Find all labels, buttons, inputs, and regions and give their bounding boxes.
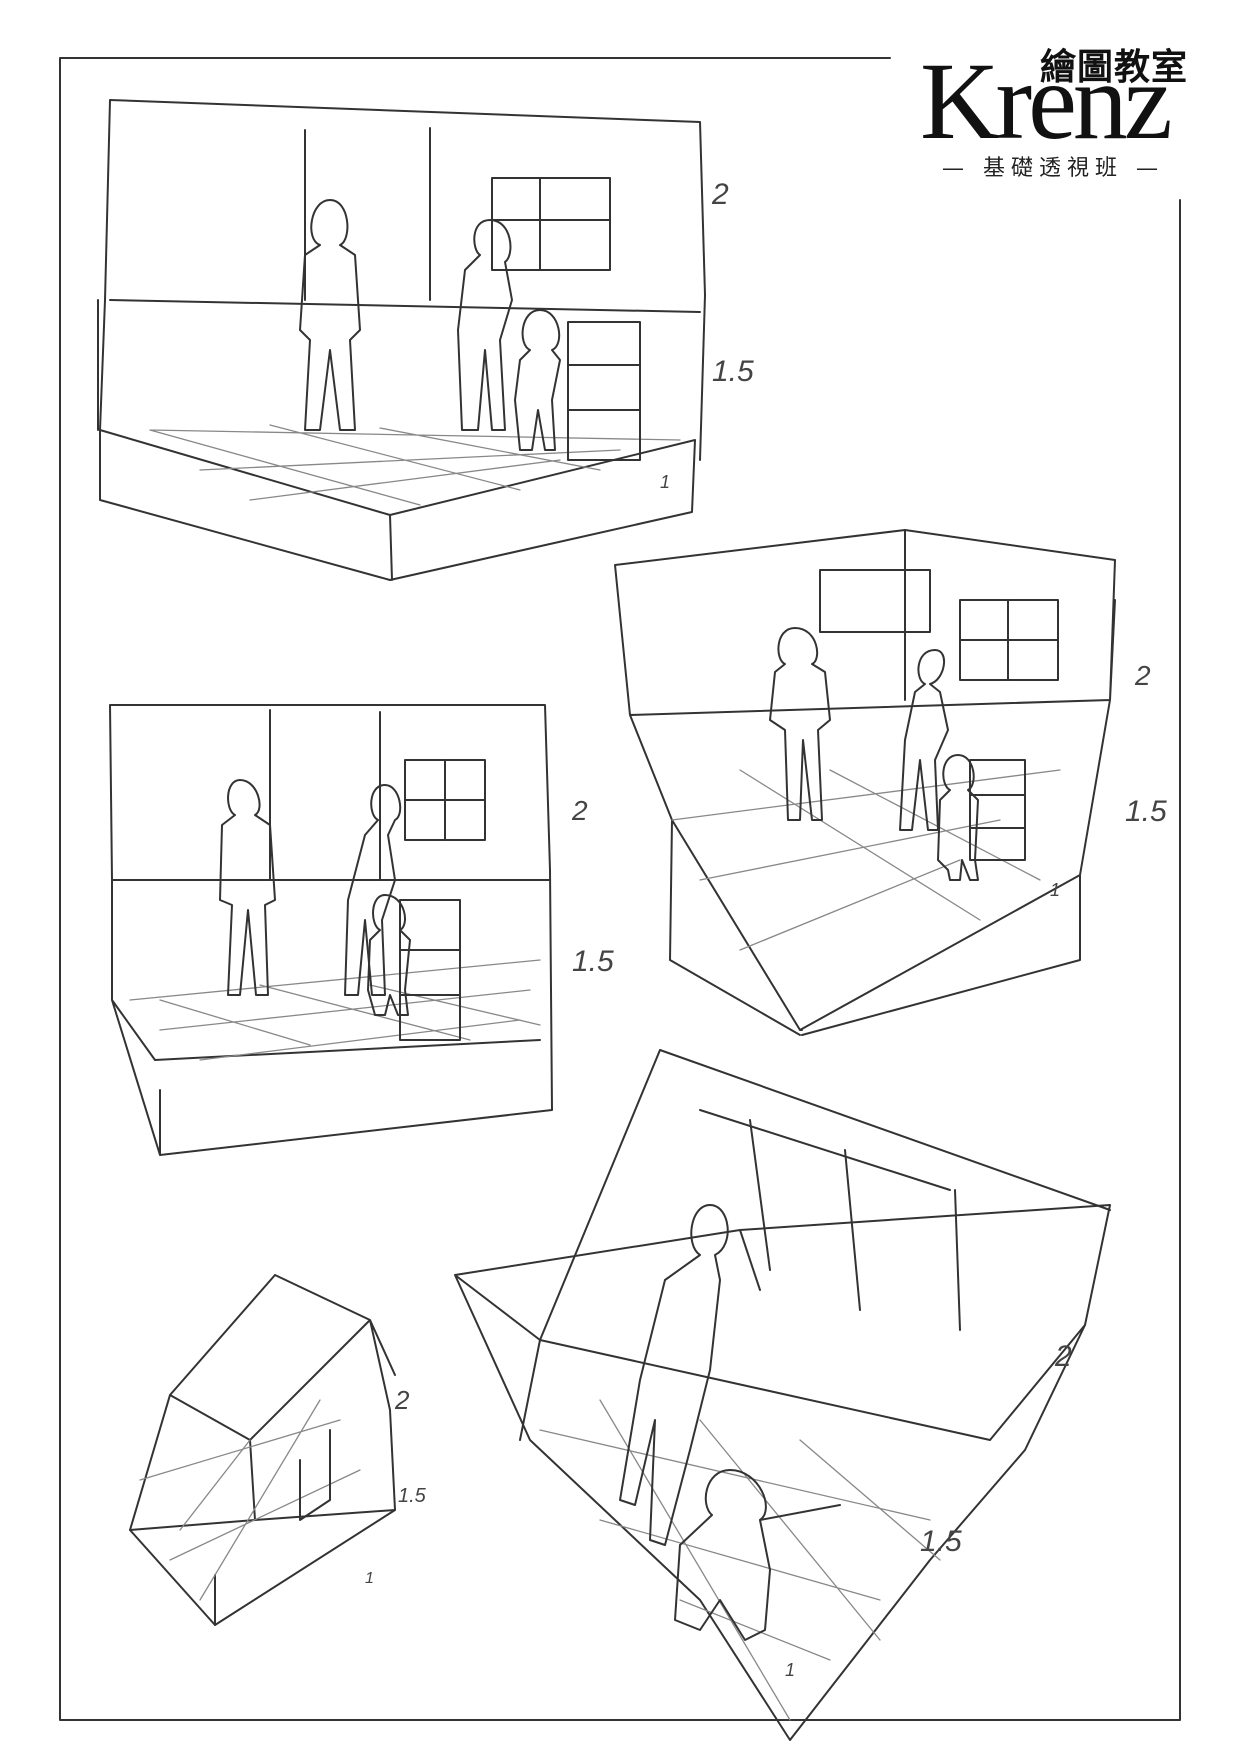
sketch1-label-1-5: 1.5 bbox=[712, 355, 754, 388]
sketch-kitchen-2 bbox=[614, 529, 1116, 1036]
sketch2-label-2: 2 bbox=[1135, 660, 1151, 691]
sketch5-label-1-5: 1.5 bbox=[920, 1525, 962, 1558]
sketch2-label-1: 1 bbox=[1050, 880, 1061, 900]
sketch5-label-2: 2 bbox=[1055, 1340, 1072, 1373]
logo-subtitle: — 基礎透視班 — bbox=[942, 156, 1164, 181]
sketch-kitchen-3 bbox=[109, 704, 553, 1156]
sketch-kitchen-1 bbox=[97, 99, 706, 581]
logo-cjk-title: 繪圖教室 bbox=[1040, 46, 1189, 88]
krenz-logo: 繪圖教室 Krenz — 基礎透視班 — bbox=[920, 38, 1210, 188]
sketch1-label-2: 2 bbox=[712, 178, 729, 211]
sketch-room-5 bbox=[454, 1049, 1111, 1741]
page-frame bbox=[59, 57, 1181, 1721]
sketch3-label-1-5: 1.5 bbox=[572, 945, 614, 978]
sketch3-label-2: 2 bbox=[572, 795, 588, 826]
logo-wordmark: Krenz bbox=[920, 40, 1173, 162]
sketch2-label-1-5: 1.5 bbox=[1125, 795, 1167, 828]
sketch1-label-1: 1 bbox=[660, 472, 671, 492]
sketch4-label-1-5: 1.5 bbox=[398, 1485, 426, 1507]
sketch4-label-1: 1 bbox=[365, 1570, 374, 1587]
sketch5-label-1: 1 bbox=[785, 1660, 796, 1680]
sketch4-label-2: 2 bbox=[395, 1385, 410, 1415]
sketch-box-4 bbox=[129, 1274, 396, 1626]
